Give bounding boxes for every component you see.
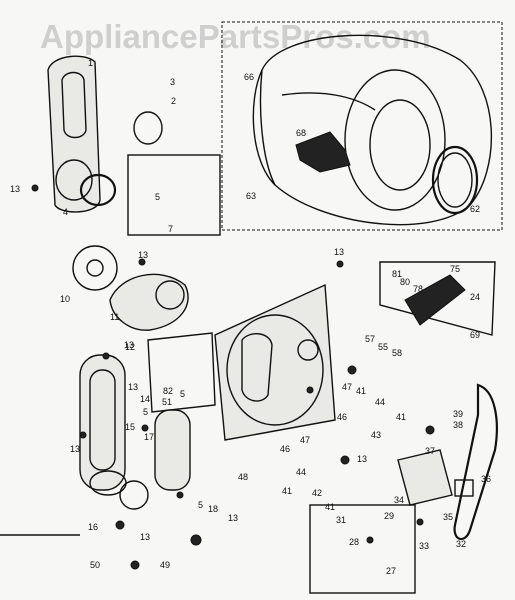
part-label: 47 bbox=[300, 435, 310, 445]
plate-82 bbox=[147, 332, 216, 413]
part-label: 42 bbox=[312, 488, 322, 498]
front-panel-assembly bbox=[47, 55, 221, 236]
part-label: 4 bbox=[63, 207, 68, 217]
thermostat-box bbox=[379, 261, 496, 336]
part-label: 18 bbox=[208, 504, 218, 514]
part-label: 13 bbox=[140, 532, 150, 542]
part-label: 13 bbox=[128, 382, 138, 392]
part-label: 29 bbox=[384, 511, 394, 521]
bracket-group bbox=[309, 504, 416, 594]
part-label: 24 bbox=[470, 292, 480, 302]
part-label: 69 bbox=[470, 330, 480, 340]
part-label: 41 bbox=[325, 502, 335, 512]
part-label: 81 bbox=[392, 269, 402, 279]
part-label: 41 bbox=[282, 486, 292, 496]
part-label: 44 bbox=[375, 397, 385, 407]
part-label: 31 bbox=[336, 515, 346, 525]
part-label: 35 bbox=[443, 512, 453, 522]
part-label: 41 bbox=[396, 412, 406, 422]
part-label: 13 bbox=[228, 513, 238, 523]
part-label: 11 bbox=[110, 312, 119, 322]
part-label: 17 bbox=[144, 432, 154, 442]
blower-assembly bbox=[72, 245, 189, 331]
part-label: 39 bbox=[453, 409, 463, 419]
part-labels: 1 2 3 4 5 7 66 68 63 62 13 13 13 10 11 1… bbox=[10, 58, 491, 576]
part-label: 57 bbox=[365, 334, 375, 344]
part-label: 78 bbox=[413, 284, 423, 294]
part-label: 55 bbox=[378, 342, 388, 352]
part-label: 34 bbox=[394, 495, 404, 505]
part-label: 44 bbox=[296, 467, 306, 477]
part-label: 80 bbox=[400, 277, 410, 287]
part-label: 7 bbox=[168, 224, 173, 234]
part-label: 5 bbox=[180, 389, 185, 399]
part-label: 49 bbox=[160, 560, 170, 570]
part-label: 13 bbox=[70, 444, 80, 454]
part-label: 47 bbox=[342, 382, 352, 392]
part-label: 13 bbox=[357, 454, 367, 464]
part-label: 13 bbox=[138, 250, 148, 260]
part-label: 37 bbox=[425, 446, 435, 456]
hardware bbox=[31, 184, 435, 570]
part-label: 46 bbox=[337, 412, 347, 422]
part-label: 82 bbox=[163, 386, 173, 396]
part-label: 3 bbox=[170, 77, 175, 87]
watermark-text: AppliancePartsPros.com bbox=[40, 18, 431, 55]
part-label: 43 bbox=[371, 430, 381, 440]
part-label: 62 bbox=[470, 204, 480, 214]
part-label: 5 bbox=[143, 407, 148, 417]
part-label: 16 bbox=[88, 522, 98, 532]
part-label: 28 bbox=[349, 537, 359, 547]
part-label: 12 bbox=[125, 342, 135, 352]
part-label: 51 bbox=[162, 397, 172, 407]
part-label: 50 bbox=[90, 560, 100, 570]
part-label: 13 bbox=[334, 247, 344, 257]
part-label: 13 bbox=[124, 340, 134, 350]
part-label: 32 bbox=[456, 539, 466, 549]
part-label: 36 bbox=[481, 474, 491, 484]
part-label: 5 bbox=[198, 500, 203, 510]
drum-assembly bbox=[221, 21, 503, 231]
part-label: 75 bbox=[450, 264, 460, 274]
part-label: 46 bbox=[280, 444, 290, 454]
part-label: 48 bbox=[238, 472, 248, 482]
part-label: 63 bbox=[246, 191, 256, 201]
part-label: 68 bbox=[296, 128, 306, 138]
exhaust-duct bbox=[79, 354, 191, 510]
part-label: 5 bbox=[155, 192, 160, 202]
part-label: 2 bbox=[171, 96, 176, 106]
part-label: 15 bbox=[125, 422, 135, 432]
part-label: 33 bbox=[419, 541, 429, 551]
part-label: 14 bbox=[140, 394, 150, 404]
part-label: 38 bbox=[453, 420, 463, 430]
part-label: 27 bbox=[386, 566, 396, 576]
motor-and-belt bbox=[397, 383, 498, 541]
part-label: 41 bbox=[356, 386, 366, 396]
part-label: 10 bbox=[60, 294, 70, 304]
part-label: 66 bbox=[244, 72, 254, 82]
part-label: 1 bbox=[88, 58, 93, 68]
rear-bulkhead bbox=[214, 283, 336, 441]
part-label: 13 bbox=[10, 184, 20, 194]
part-label: 58 bbox=[392, 348, 402, 358]
